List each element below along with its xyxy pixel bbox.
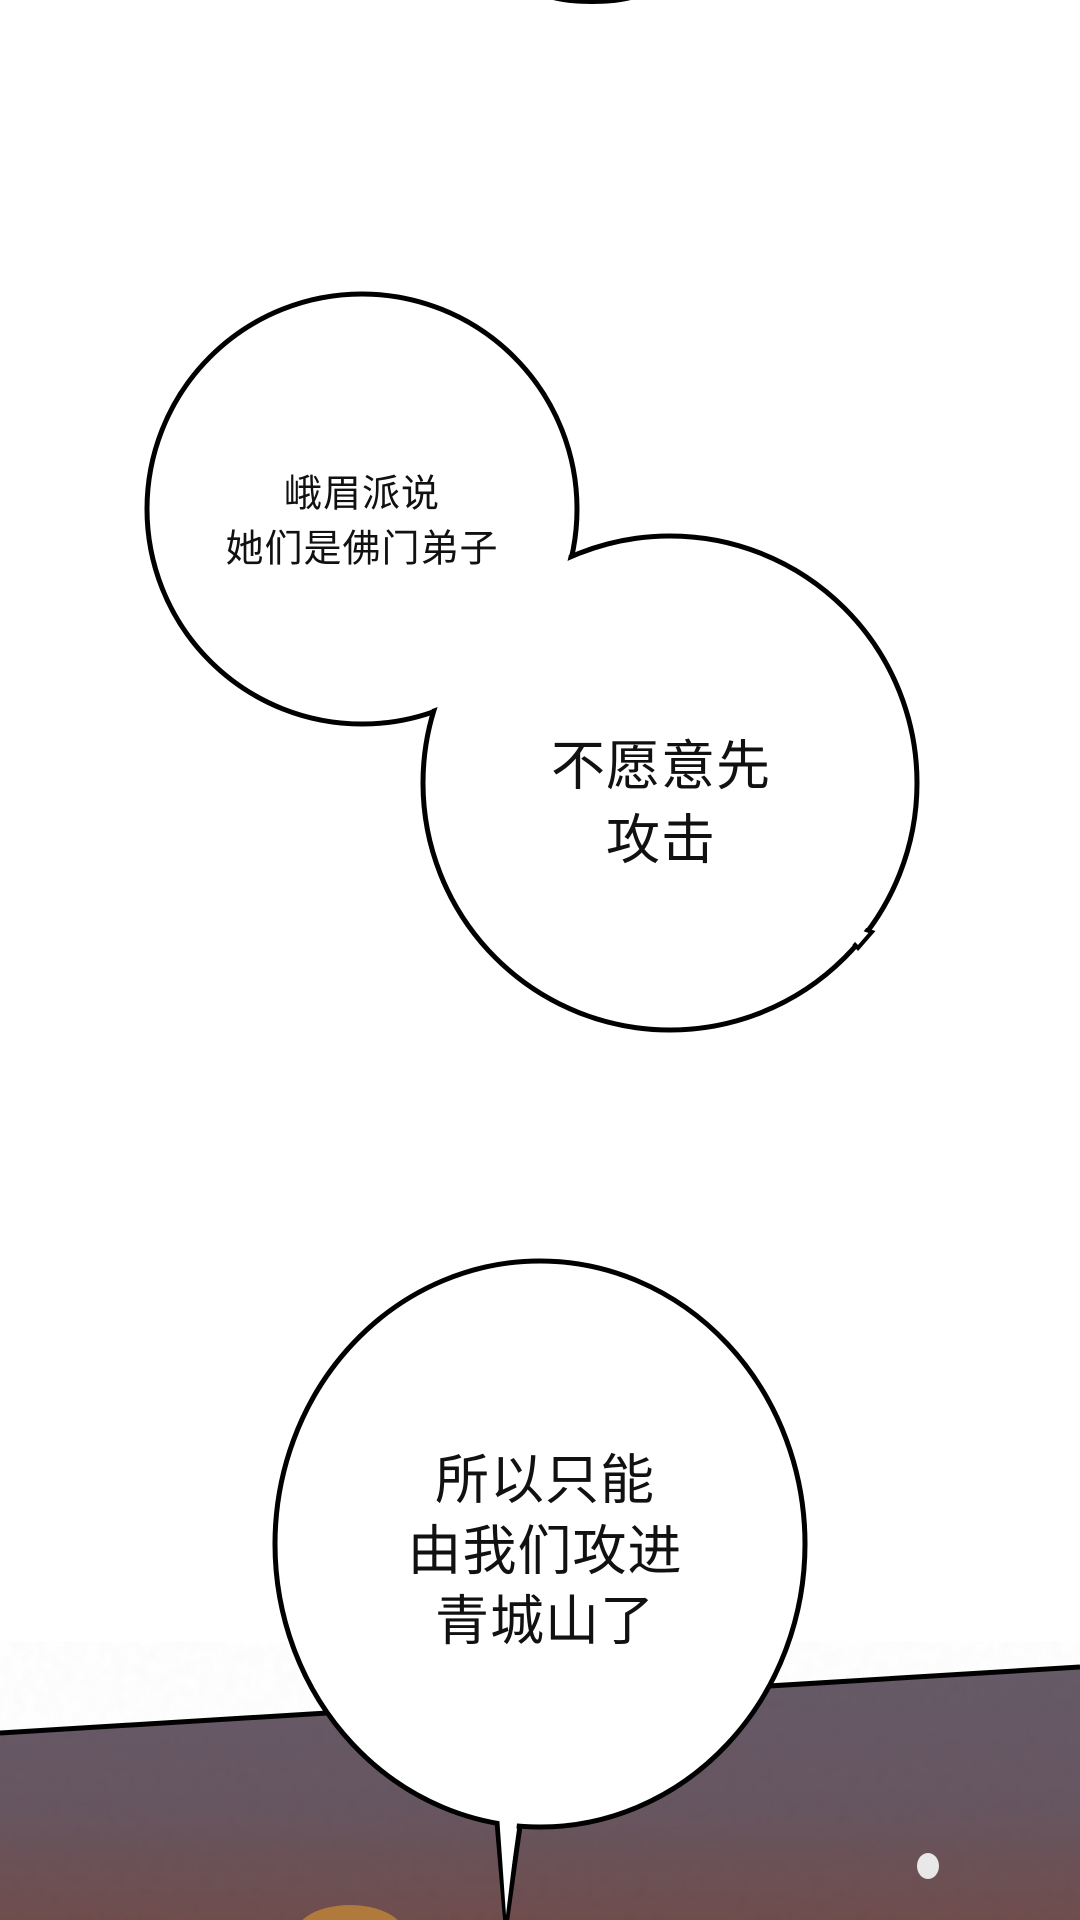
bubble-1-line-1: 峨眉派说: [283, 471, 441, 516]
bubble-3-line-1: 所以只能: [435, 1448, 655, 1512]
bubble-3-line-3: 青城山了: [435, 1589, 655, 1653]
bubble-2-line-2: 攻击: [606, 808, 716, 872]
character-head: [302, 1905, 398, 1920]
bubble-1-line-2: 她们是佛门弟子: [225, 526, 499, 571]
speech-bubble-3: [272, 1258, 808, 1920]
top-panel-edge: [553, 0, 631, 4]
bubble-3-line-2: 由我们攻进: [407, 1519, 683, 1583]
speech-bubble-group-1: [144, 291, 920, 1033]
bubble-2-line-1: 不愿意先: [551, 734, 771, 798]
light-spot: [917, 1853, 939, 1879]
